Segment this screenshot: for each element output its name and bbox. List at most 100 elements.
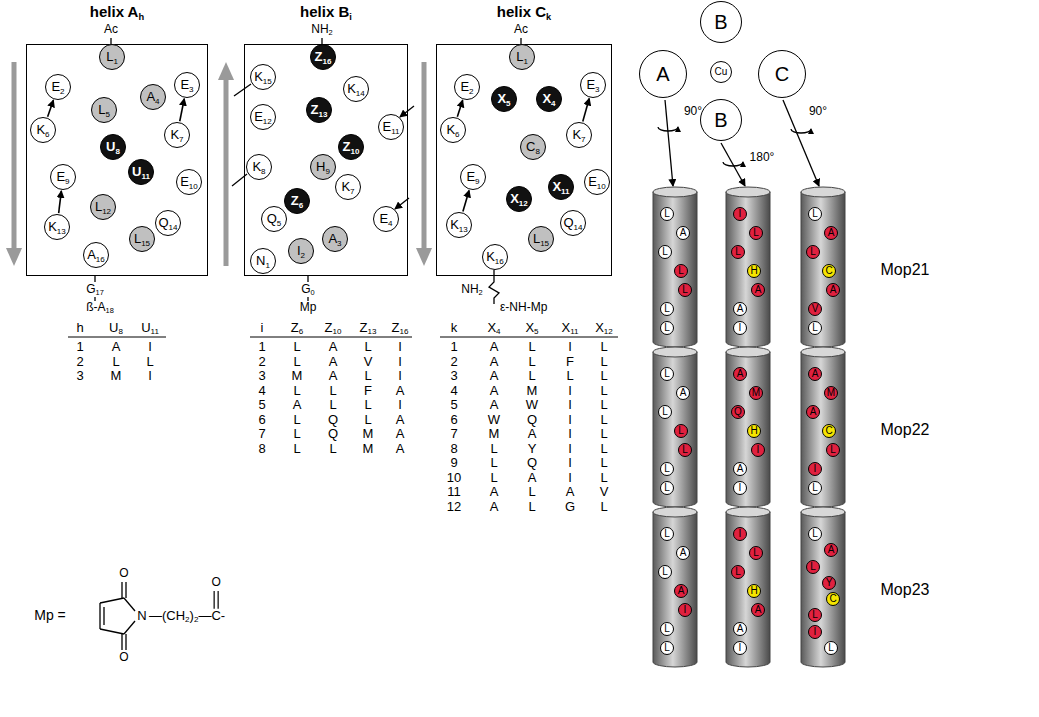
residue-circle: K7 <box>164 122 190 148</box>
residue-dot: A <box>676 386 690 400</box>
subscript: 10 <box>351 147 360 156</box>
residue-dot: A <box>808 367 822 381</box>
table-cell: 7 <box>258 427 265 441</box>
residue-dot: A <box>826 283 840 297</box>
table-cell: I <box>148 369 152 383</box>
residue-dot: A <box>733 367 747 381</box>
helix-title: helix Ck <box>417 3 631 20</box>
residue-circle: K7 <box>335 174 361 200</box>
residue-label: L <box>753 228 759 238</box>
cylinder-body <box>726 512 770 667</box>
table-cell: M <box>363 441 374 455</box>
table-cell: A <box>396 427 405 441</box>
table-cell: X5 <box>525 321 538 335</box>
salt-bridge-arrow <box>457 100 462 116</box>
residue-label: K15 <box>254 70 272 83</box>
residue-label: I <box>739 323 742 333</box>
subscript: 15 <box>141 239 150 248</box>
subscript: 11 <box>391 127 399 136</box>
residue-label: A <box>830 285 837 295</box>
residue-circle: E4 <box>373 206 399 232</box>
residue-label: A <box>828 545 835 555</box>
cylinder-top <box>726 347 770 357</box>
residue-dot: L <box>660 462 674 476</box>
subscript: 13 <box>57 227 66 236</box>
subscript: 1 <box>113 57 117 66</box>
table-cell: 8 <box>258 441 265 455</box>
table-cell: A <box>396 383 405 397</box>
table-cell: M <box>527 383 538 397</box>
subscript: 3 <box>189 85 193 94</box>
residue-circle: L1 <box>99 44 125 70</box>
table-cell: 8 <box>450 441 457 455</box>
subscript: 3 <box>337 239 341 248</box>
residue-label: L <box>810 247 816 257</box>
table-cell: 3 <box>450 369 457 383</box>
residue-label: V <box>812 304 819 314</box>
table-cell: I <box>568 441 572 455</box>
residue-label: Q14 <box>158 216 177 229</box>
subscript: 16 <box>323 57 332 66</box>
annotation: 180° <box>750 151 775 164</box>
table-cell: 1 <box>258 340 265 354</box>
table-cell: L <box>600 340 607 354</box>
table-cell: L <box>490 470 497 484</box>
subscript: 15 <box>263 77 272 86</box>
residue-label: L <box>664 483 670 493</box>
table-cell: L <box>600 369 607 383</box>
residue-label: L <box>812 323 818 333</box>
table-cell: L <box>329 441 336 455</box>
residue-circle: E2 <box>45 74 71 100</box>
construct-name: Mop23 <box>881 581 930 599</box>
table-cell: Q <box>527 456 537 470</box>
residue-circle: E3 <box>174 72 200 98</box>
residue-dot: L <box>731 245 745 259</box>
subscript: 9 <box>325 167 329 176</box>
residue-dot: L <box>660 207 674 221</box>
residue-label: L <box>662 567 668 577</box>
residue-label: L <box>753 548 759 558</box>
residue-label: L <box>664 304 670 314</box>
residue-dot: I <box>808 462 822 476</box>
residue-dot: L <box>824 641 838 655</box>
residue-label: E12 <box>254 110 272 123</box>
annotation: NH2 <box>311 23 332 36</box>
residue-label: E3 <box>180 78 193 91</box>
cylinder-top <box>653 507 697 517</box>
helix-end-circle: B <box>700 99 742 141</box>
subscript: 10 <box>189 182 198 191</box>
table-cell: Z6 <box>291 321 303 335</box>
residue-dot: A <box>824 226 838 240</box>
table-cell: A <box>293 398 302 412</box>
residue-label: L <box>810 562 816 572</box>
subscript: 6 <box>299 201 303 210</box>
residue-circle: X11 <box>548 174 574 200</box>
residue-label: L12 <box>95 200 111 213</box>
annotation: Ac <box>104 23 118 36</box>
residue-label: A <box>737 304 744 314</box>
cylinder-body <box>726 352 770 507</box>
cylinder-body <box>801 352 845 507</box>
table-cell: A <box>528 427 537 441</box>
table-cell: L <box>112 354 119 368</box>
residue-label: E11 <box>382 120 399 133</box>
table-cell: I <box>568 340 572 354</box>
residue-label: A <box>737 624 744 634</box>
table-cell: L <box>293 412 300 426</box>
residue-label: L <box>830 445 836 455</box>
table-cell: U11 <box>141 321 159 335</box>
table-cell: A <box>490 340 499 354</box>
residue-circle: K14 <box>343 76 369 102</box>
residue-label: A <box>680 228 687 238</box>
residue-dot: L <box>658 565 672 579</box>
residue-label: L <box>664 529 670 539</box>
subscript: 8 <box>115 147 119 156</box>
table-cell: Q <box>328 427 338 441</box>
residue-dot: M <box>824 386 838 400</box>
annotation: 90° <box>684 105 702 118</box>
table-cell: A <box>329 340 338 354</box>
residue-label: K7 <box>572 128 585 141</box>
residue-label: C <box>775 64 789 84</box>
residue-dot: M <box>749 386 763 400</box>
